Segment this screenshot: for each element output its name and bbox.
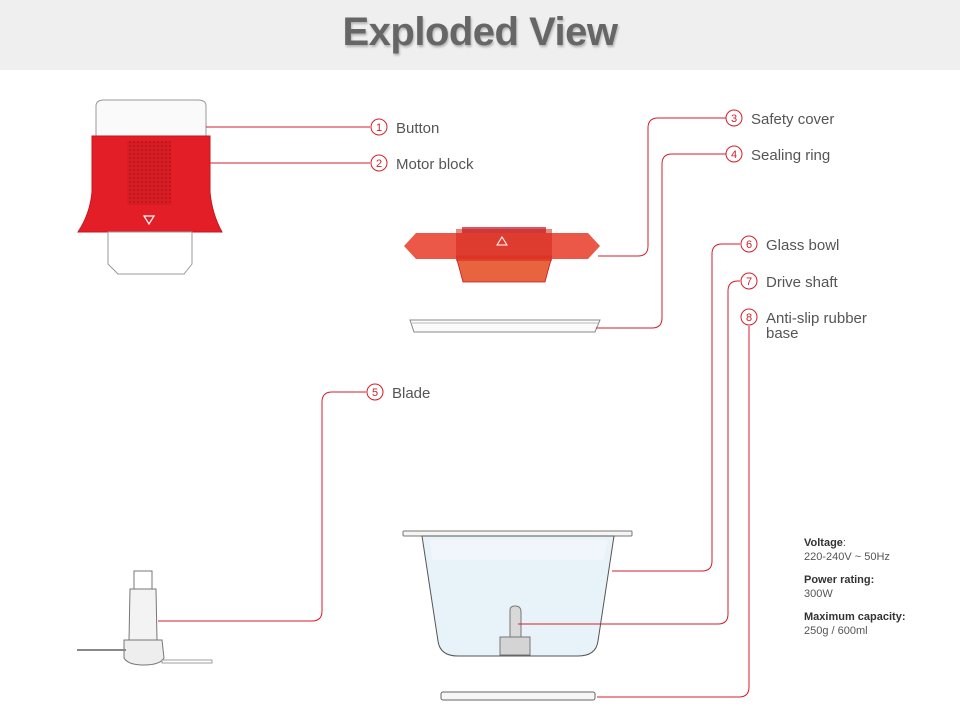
spec-voltage: Voltage: 220-240V ~ 50Hz [804, 536, 954, 564]
specifications-panel: Voltage: 220-240V ~ 50Hz Power rating: 3… [804, 536, 954, 647]
callout-number: 1 [376, 122, 382, 134]
header-bar: Exploded View [0, 0, 960, 70]
rubber-base-illustration [440, 691, 596, 701]
motor-unit-illustration [77, 99, 223, 275]
callout-8: 8 Anti-slip rubber base [740, 308, 867, 342]
leader-line-8 [597, 326, 750, 698]
leader-lines [158, 117, 750, 698]
callout-circle [366, 383, 384, 401]
callout-number: 4 [731, 149, 737, 161]
callout-number: 5 [372, 387, 378, 399]
spec-capacity-label: Maximum capacity: [804, 611, 906, 623]
callout-number: 8 [746, 312, 752, 324]
leader-line-5 [158, 391, 366, 622]
triangle-up-icon [496, 236, 508, 246]
spec-power-value: 300W [804, 588, 833, 600]
callout-6: 6 Glass bowl [740, 235, 839, 254]
leader-line-3 [598, 117, 726, 257]
callout-number: 7 [746, 276, 752, 288]
callout-label-glass-bowl: Glass bowl [766, 237, 839, 254]
spec-voltage-heading: Voltage: [804, 536, 954, 550]
callout-circle [370, 118, 388, 136]
callout-circle [370, 154, 388, 172]
sealing-ring-illustration [409, 319, 601, 333]
callout-circle [725, 145, 743, 163]
safety-cover-illustration [404, 227, 600, 283]
callout-label-rubber-base: Anti-slip rubber [766, 310, 867, 327]
glass-bowl-illustration [402, 530, 633, 657]
callout-number: 3 [731, 113, 737, 125]
callout-label-safety-cover: Safety cover [751, 111, 834, 128]
blade-illustration [77, 570, 213, 666]
spec-capacity: Maximum capacity: 250g / 600ml [804, 610, 954, 638]
spec-power: Power rating: 300W [804, 573, 954, 601]
callout-5: 5 Blade [366, 383, 430, 402]
callout-1: 1 Button [370, 118, 439, 137]
callout-7: 7 Drive shaft [740, 272, 839, 291]
spec-capacity-value: 250g / 600ml [804, 625, 868, 637]
callout-label-blade: Blade [392, 385, 430, 402]
leader-line-7 [518, 280, 740, 625]
callout-label-sealing-ring: Sealing ring [751, 147, 830, 164]
callout-circle [740, 272, 758, 290]
callout-circle [740, 308, 758, 326]
motor-base-part [107, 231, 193, 275]
page-title: Exploded View [342, 10, 618, 54]
leader-line-4 [596, 153, 726, 329]
triangle-mark-icon [142, 215, 156, 226]
leader-line-6 [612, 243, 740, 572]
callout-3: 3 Safety cover [725, 109, 834, 128]
spec-power-label: Power rating: [804, 574, 875, 586]
callout-label-motor-block: Motor block [396, 156, 474, 173]
drive-shaft-illustration [499, 605, 531, 656]
callout-circle [740, 235, 758, 253]
spec-voltage-label: Voltage [804, 537, 843, 549]
spec-voltage-colon: : [842, 537, 846, 549]
callout-label-button: Button [396, 120, 439, 137]
callout-label-rubber-base-line2: base [766, 325, 799, 342]
button-part [95, 99, 207, 137]
callout-2: 2 Motor block [370, 154, 474, 173]
vent-grille [127, 141, 171, 205]
callout-number: 6 [746, 239, 752, 251]
callout-circle [725, 109, 743, 127]
callout-label-drive-shaft: Drive shaft [766, 274, 839, 291]
callout-number: 2 [376, 158, 382, 170]
spec-voltage-value: 220-240V ~ 50Hz [804, 551, 890, 563]
callout-4: 4 Sealing ring [725, 145, 830, 164]
